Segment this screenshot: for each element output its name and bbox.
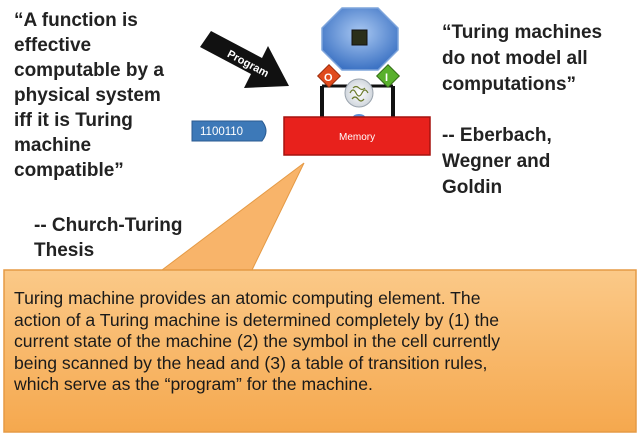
callout-line: current state of the machine (2) the sym… xyxy=(14,331,501,351)
left-quote: “A function is effective computable by a… xyxy=(14,8,214,183)
callout-text: Turing machine provides an atomic comput… xyxy=(14,288,626,396)
right-quote: “Turing machines do not model all comput… xyxy=(442,20,640,98)
tape-label: 1100110 xyxy=(200,126,243,138)
control-core-squiggle xyxy=(349,85,369,102)
right-quote-line: computations” xyxy=(442,74,577,95)
left-quote-line: physical system xyxy=(14,85,161,106)
left-quote-line: iff it is Turing xyxy=(14,110,133,131)
memory-block xyxy=(283,116,431,156)
chip-icon xyxy=(351,29,368,46)
attribution-line: Wegner and xyxy=(442,151,551,172)
processor: O I xyxy=(316,7,401,120)
left-quote-attribution: -- Church-Turing Thesis xyxy=(34,213,234,263)
callout-box xyxy=(3,269,637,433)
left-quote-line: compatible” xyxy=(14,160,124,181)
callout-line: action of a Turing machine is determined… xyxy=(14,309,500,330)
right-quote-attribution: -- Eberbach, Wegner and Goldin xyxy=(442,123,622,201)
control-core-icon xyxy=(344,78,374,108)
input-port-icon xyxy=(375,63,401,89)
memory: Memory xyxy=(283,116,431,156)
left-quote-line: machine xyxy=(14,135,92,156)
tape-shape xyxy=(191,120,267,142)
callout-line: being scanned by the head and (3) a tabl… xyxy=(14,352,488,373)
callout-line: which serve as the “program” for the mac… xyxy=(14,374,373,394)
callout xyxy=(3,162,637,433)
right-quote-line: “Turing machines xyxy=(442,22,603,43)
attribution-line: Thesis xyxy=(34,240,95,261)
left-quote-line: computable by a xyxy=(14,60,164,81)
tape: 1100110 xyxy=(191,120,267,142)
program-arrow-shape xyxy=(200,31,289,88)
callout-line: Turing machine provides an atomic comput… xyxy=(14,288,481,308)
output-port-icon xyxy=(316,63,342,89)
attribution-line: -- Church-Turing xyxy=(34,215,183,236)
right-quote-line: do not model all xyxy=(442,48,588,69)
left-quote-line: effective xyxy=(14,35,92,56)
output-port-label: O xyxy=(324,72,333,84)
attribution-line: Goldin xyxy=(442,177,503,198)
left-quote-line: “A function is xyxy=(14,10,138,31)
attribution-line: -- Eberbach, xyxy=(442,125,552,146)
input-port-label: I xyxy=(385,72,388,84)
memory-label: Memory xyxy=(339,132,375,143)
